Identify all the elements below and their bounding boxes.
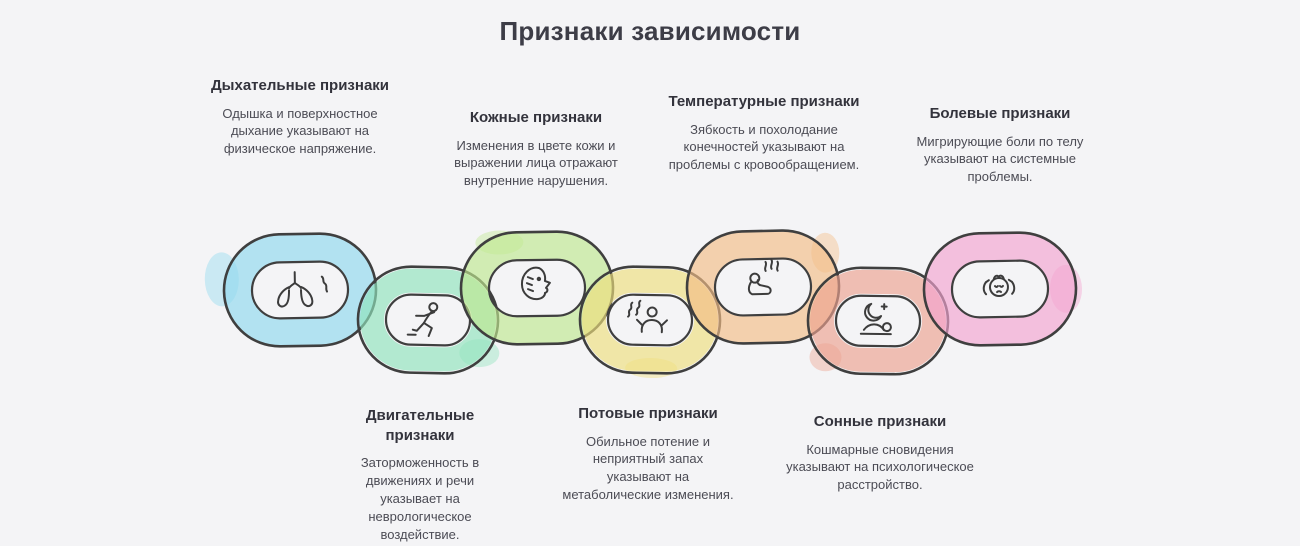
- node-title: Потовые признаки: [578, 405, 718, 422]
- link-outline-inner: [834, 294, 922, 348]
- node-label-skin: Кожные признаки Изменения в цвете кожи и…: [441, 108, 631, 190]
- pain-head-icon: [982, 274, 1016, 298]
- node-title: Болевые признаки: [929, 105, 1071, 122]
- node-description: Обильное потение и неприятный запах указ…: [562, 433, 734, 503]
- paint-splash: [810, 269, 946, 373]
- node-title: Кожные признаки: [469, 109, 603, 126]
- node-label-temperature: Температурные признаки Зябкость и похоло…: [664, 92, 864, 174]
- node-title: Двигательные признаки: [365, 407, 475, 444]
- node-label-pain: Болевые признаки Мигрирующие боли по тел…: [905, 104, 1095, 186]
- node-description: Мигрирующие боли по телу указывают на си…: [916, 133, 1084, 185]
- chain-link-sweat: [578, 265, 722, 379]
- link-outline-inner: [713, 257, 813, 317]
- sweating-person-icon: [627, 299, 668, 334]
- heat-person-icon: [747, 258, 780, 296]
- node-description: Кошмарные сновидения указывают на психол…: [786, 441, 974, 493]
- link-outline-inner: [950, 259, 1050, 319]
- chain-link-breathing: [204, 232, 378, 348]
- paint-splash: [225, 234, 375, 346]
- moon-sleep-icon: [859, 302, 892, 336]
- node-label-movement: Двигательные признаки Заторможенность в …: [335, 406, 505, 544]
- node-title: Температурные признаки: [668, 93, 860, 110]
- paint-splash: [925, 233, 1075, 345]
- link-outline: [922, 231, 1078, 347]
- link-outline-inner: [384, 293, 472, 347]
- node-description: Одышка и поверхностное дыхание указывают…: [222, 105, 378, 157]
- node-description: Зябкость и похолодание конечностей указы…: [668, 121, 860, 173]
- runner-icon: [406, 302, 439, 338]
- node-label-sleep: Сонные признаки Кошмарные сновидения ука…: [785, 412, 975, 494]
- page-title: Признаки зависимости: [499, 16, 801, 46]
- node-label-sweat: Потовые признаки Обильное потение и непр…: [560, 404, 736, 504]
- link-outline-inner: [487, 258, 587, 318]
- node-title: Сонные признаки: [813, 413, 947, 430]
- node-description: Заторможенность в движениях и речи указы…: [360, 455, 480, 542]
- node-title: Дыхательные признаки: [210, 77, 390, 94]
- lungs-icon: [277, 271, 329, 308]
- face-icon: [520, 266, 551, 301]
- node-label-breathing: Дыхательные признаки Одышка и поверхност…: [205, 76, 395, 158]
- link-outline-inner: [606, 293, 694, 347]
- chain-link-pain: [922, 231, 1083, 347]
- link-outline-inner: [250, 260, 350, 320]
- node-description: Изменения в цвете кожи и выражении лица …: [454, 137, 618, 189]
